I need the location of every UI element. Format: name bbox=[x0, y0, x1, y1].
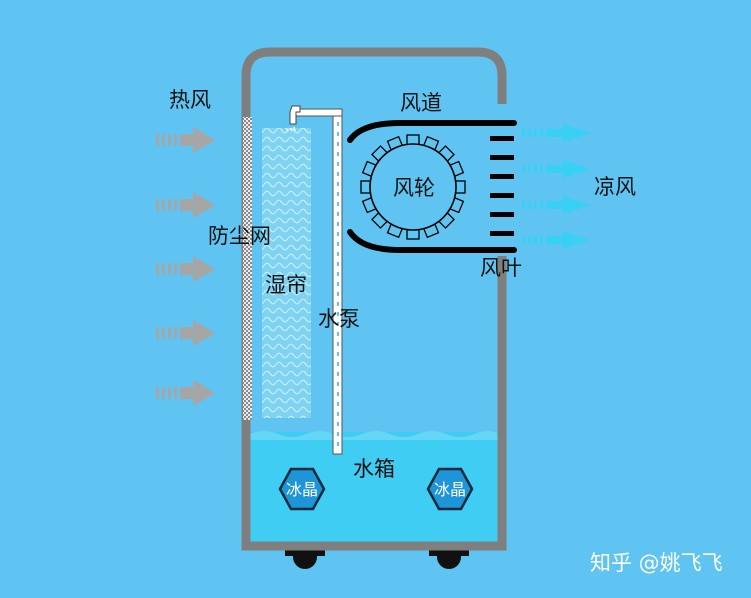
fan-wheel bbox=[369, 143, 457, 231]
wheel-left bbox=[293, 545, 317, 569]
hot-air-arrow bbox=[156, 380, 216, 406]
hot-air-arrow bbox=[156, 192, 216, 218]
watermark: 知乎 @姚飞飞 bbox=[590, 551, 723, 575]
hot-air-arrow bbox=[156, 256, 216, 282]
cool-air-arrow bbox=[522, 231, 591, 249]
air-duct-top bbox=[347, 120, 517, 143]
air-duct-label: 风道 bbox=[400, 91, 442, 115]
water-pump-pipe bbox=[285, 105, 343, 455]
housing-bottom bbox=[241, 256, 507, 551]
fan-wheel-teeth bbox=[360, 134, 466, 240]
hot-air-arrows bbox=[156, 127, 216, 406]
dust-filter-label: 防尘网 bbox=[208, 224, 271, 248]
wet-curtain-pad bbox=[262, 128, 311, 418]
air-duct-bottom bbox=[347, 229, 517, 253]
fan-blade-slats bbox=[490, 136, 514, 236]
cool-air-arrow bbox=[522, 160, 591, 178]
wet-curtain-label: 湿帘 bbox=[265, 273, 307, 297]
cool-air-arrows bbox=[522, 124, 591, 249]
hot-air-arrow bbox=[156, 320, 216, 346]
fan-wheel-label: 风轮 bbox=[393, 176, 435, 200]
wheel-right bbox=[437, 545, 461, 569]
hot-air-label: 热风 bbox=[169, 88, 211, 112]
water-tank-label: 水箱 bbox=[353, 457, 395, 481]
cool-air-arrow bbox=[522, 196, 591, 214]
dust-filter-mesh bbox=[243, 117, 252, 420]
ice-crystal-right-label: 冰晶 bbox=[433, 480, 467, 499]
ice-crystal-right bbox=[426, 467, 474, 511]
water-surface bbox=[250, 431, 500, 440]
cool-air-label: 凉风 bbox=[594, 175, 636, 199]
water-pump-label: 水泵 bbox=[318, 307, 360, 331]
cool-air-arrow bbox=[522, 124, 591, 142]
housing-top bbox=[241, 47, 507, 420]
water-tank-water bbox=[250, 432, 500, 548]
ice-crystal-left bbox=[278, 467, 326, 511]
ice-crystal-left-label: 冰晶 bbox=[285, 480, 319, 499]
hot-air-arrow bbox=[156, 127, 216, 153]
fan-blade-label: 风叶 bbox=[480, 256, 522, 280]
